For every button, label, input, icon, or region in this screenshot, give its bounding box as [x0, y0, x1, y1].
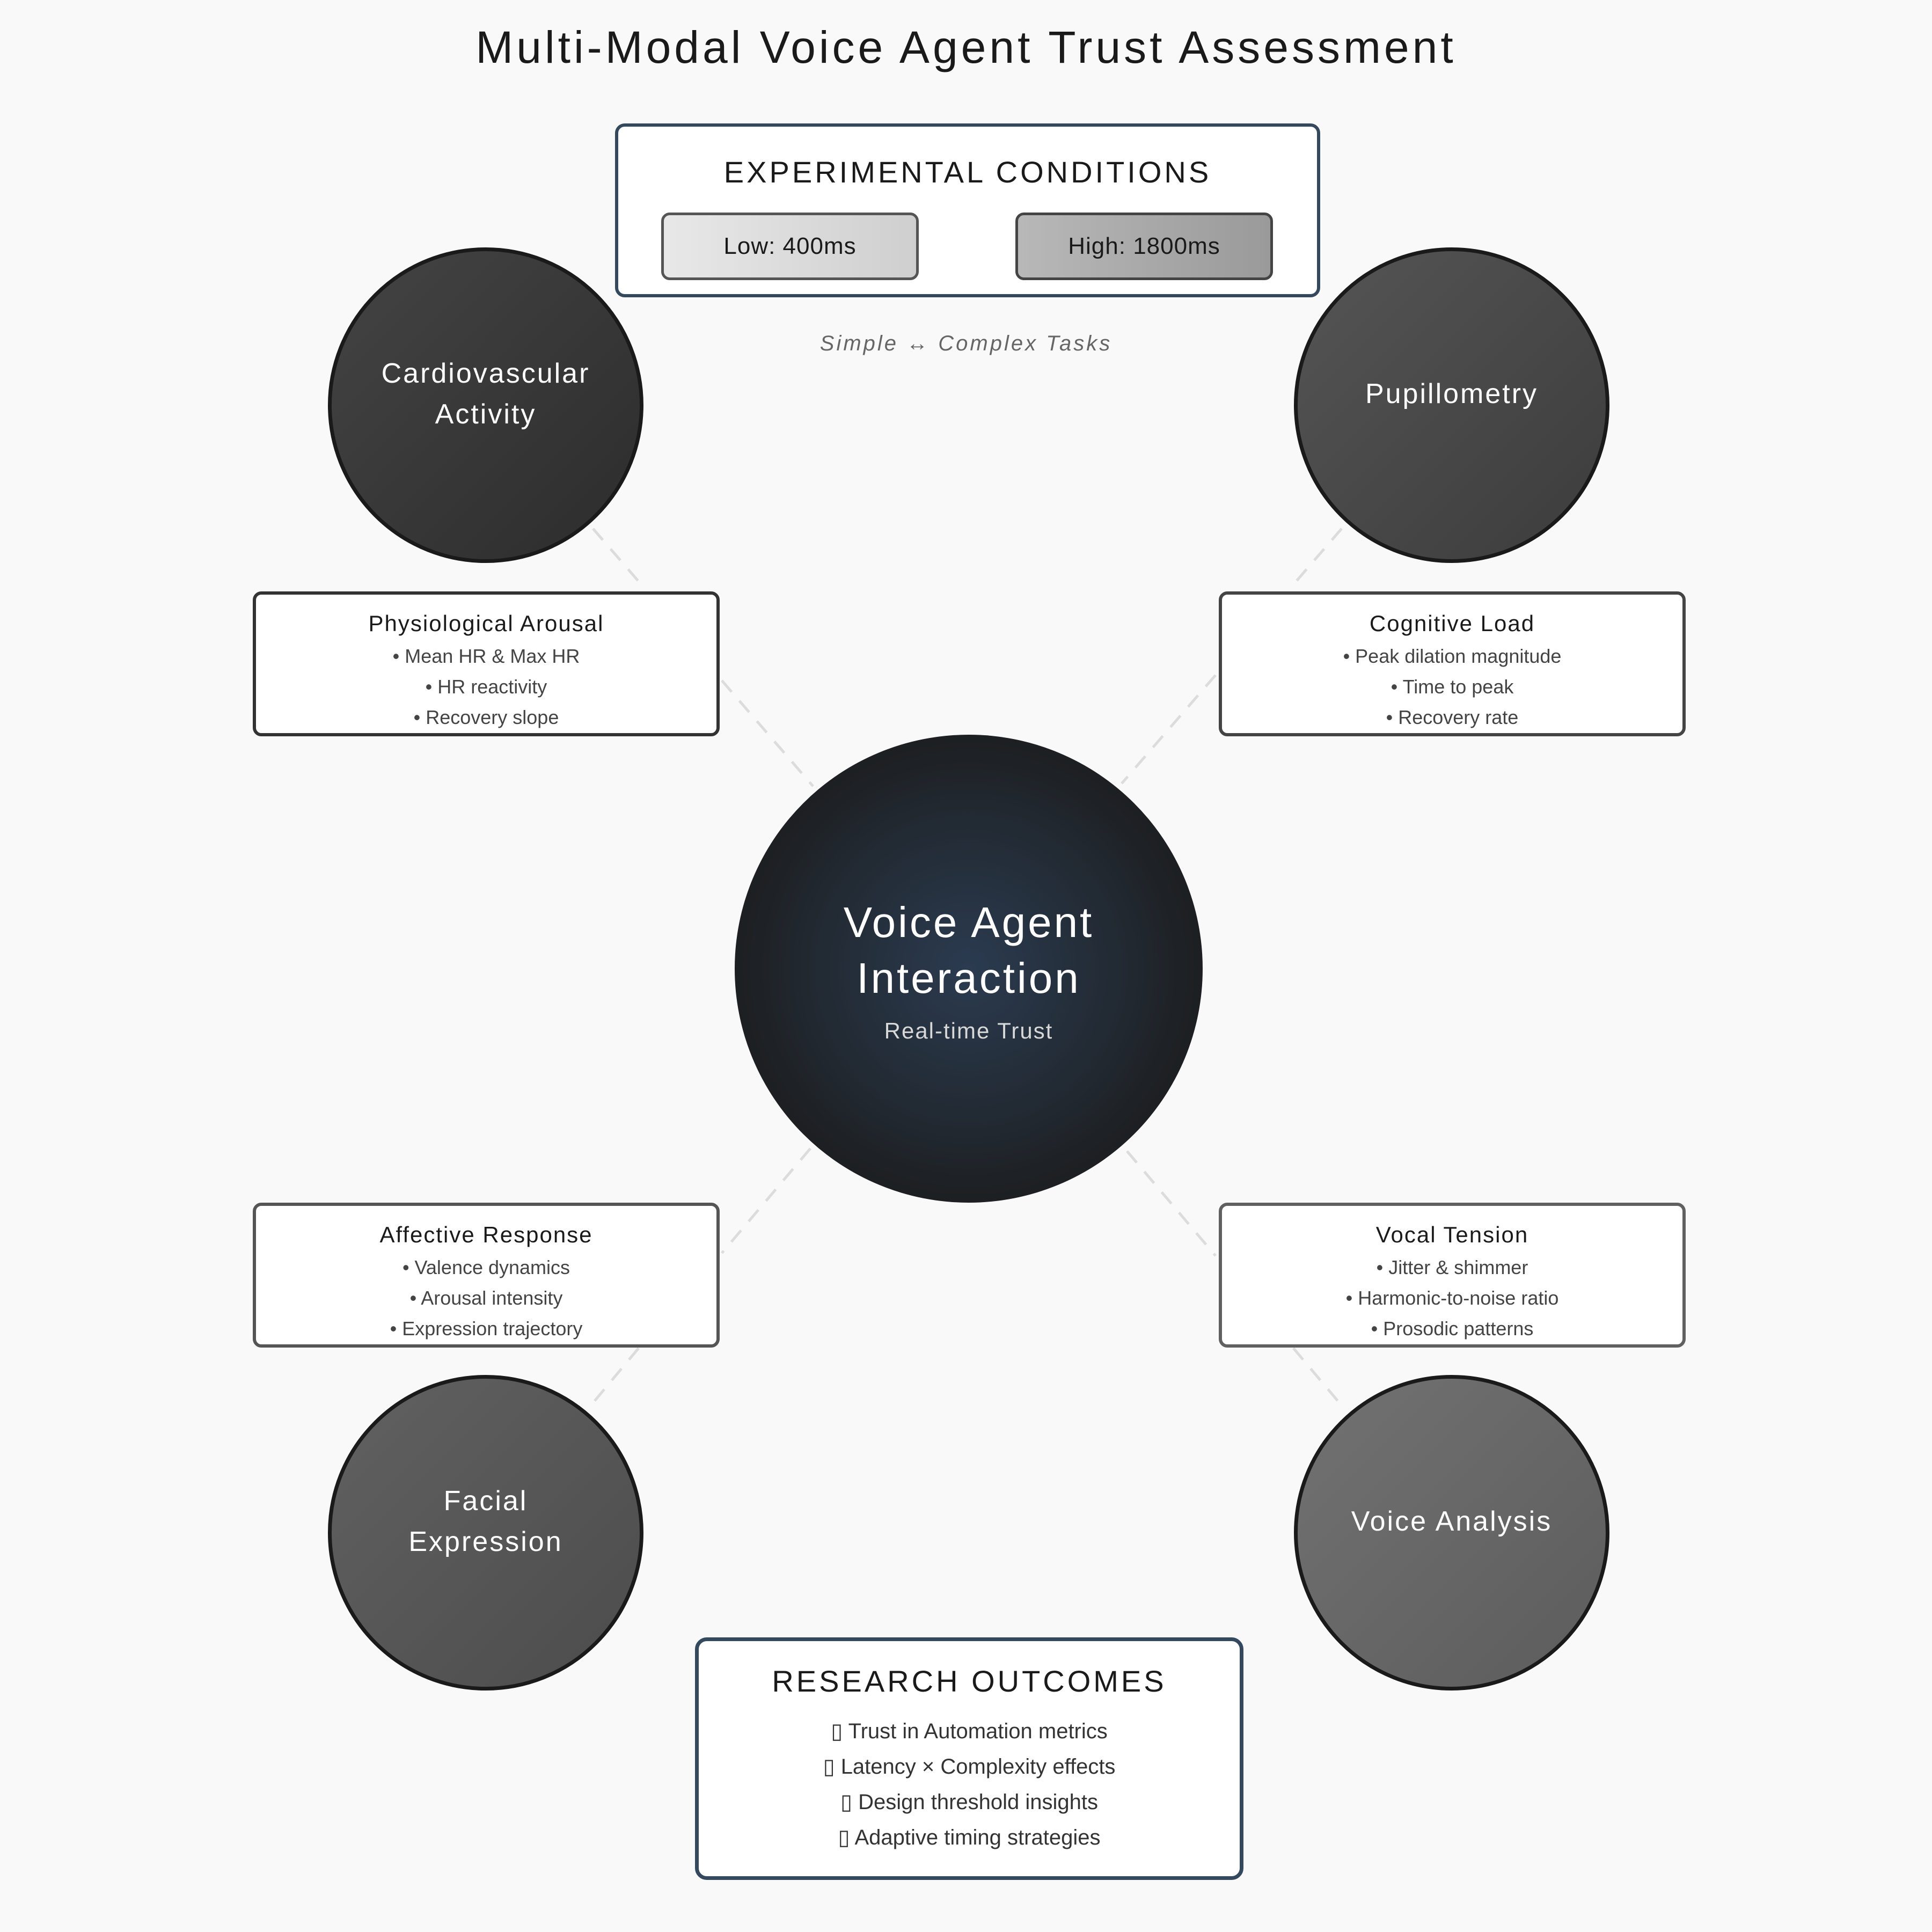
outcome-item: ▯ Trust in Automation metrics	[831, 1719, 1108, 1743]
metric-item: • Jitter & shimmer	[1376, 1256, 1528, 1278]
sensor-voice-label: Voice Analysis	[1351, 1506, 1553, 1537]
metric-cognitive-load: Cognitive Load • Peak dilation magnitude…	[1219, 591, 1686, 736]
experimental-conditions-panel: EXPERIMENTAL CONDITIONS Low: 400ms High:…	[615, 123, 1320, 297]
metric-item: • Mean HR & Max HR	[392, 645, 580, 667]
high-latency-condition[interactable]: High: 1800ms	[1015, 213, 1273, 280]
connector-affective-facial	[589, 1347, 640, 1407]
center-title-line1: Voice Agent	[843, 898, 1094, 946]
sensor-cardiovascular[interactable]: Cardiovascular Activity	[328, 247, 643, 563]
connector-pupil-cognitive	[1290, 528, 1343, 589]
outcome-item: ▯ Adaptive timing strategies	[838, 1826, 1101, 1849]
metric-item: • Harmonic-to-noise ratio	[1345, 1287, 1559, 1309]
connector-cardio-physio	[592, 528, 645, 589]
metric-affective-response: Affective Response • Valence dynamics • …	[253, 1203, 720, 1348]
sensor-facial-line1: Facial	[443, 1485, 528, 1517]
metric-item: • Expression trajectory	[390, 1318, 583, 1340]
sensor-cardio-line2: Activity	[435, 399, 537, 430]
research-outcomes-panel: RESEARCH OUTCOMES ▯ Trust in Automation …	[695, 1637, 1243, 1880]
outcomes-title: RESEARCH OUTCOMES	[772, 1664, 1167, 1698]
metric-title: Vocal Tension	[1375, 1222, 1529, 1247]
metric-title: Physiological Arousal	[368, 611, 604, 636]
connector-physio-center	[721, 679, 814, 787]
sensor-facial-line2: Expression	[408, 1526, 563, 1557]
conditions-title: EXPERIMENTAL CONDITIONS	[723, 155, 1212, 189]
metric-title: Affective Response	[379, 1222, 593, 1247]
sensor-pupil-label: Pupillometry	[1365, 378, 1539, 409]
metric-item: • HR reactivity	[425, 676, 547, 698]
page-title: Multi-Modal Voice Agent Trust Assessment	[475, 22, 1457, 72]
connector-vocal-voice	[1292, 1347, 1345, 1410]
connector-center-affective	[721, 1147, 811, 1254]
sensor-facial-expression[interactable]: Facial Expression	[328, 1375, 643, 1690]
connector-cognitive-center	[1121, 674, 1217, 785]
metric-physiological-arousal: Physiological Arousal • Mean HR & Max HR…	[253, 591, 720, 736]
metric-item: • Valence dynamics	[402, 1256, 570, 1278]
outcome-item: ▯ Latency × Complexity effects	[823, 1755, 1116, 1779]
metric-item: • Time to peak	[1391, 676, 1514, 698]
sensor-cardio-line1: Cardiovascular	[381, 358, 590, 389]
metric-vocal-tension: Vocal Tension • Jitter & shimmer • Harmo…	[1219, 1203, 1686, 1348]
connector-center-vocal	[1126, 1150, 1217, 1257]
sensor-voice-analysis[interactable]: Voice Analysis	[1294, 1375, 1609, 1690]
metric-title: Cognitive Load	[1369, 611, 1535, 636]
metric-item: • Recovery slope	[413, 706, 559, 728]
outcome-item: ▯ Design threshold insights	[840, 1790, 1099, 1814]
metric-item: • Peak dilation magnitude	[1343, 645, 1562, 667]
low-latency-condition[interactable]: Low: 400ms	[661, 213, 919, 280]
metric-item: • Recovery rate	[1386, 706, 1519, 728]
central-hub-voice-agent-interaction[interactable]: Voice Agent Interaction Real-time Trust	[735, 735, 1203, 1203]
sensor-pupillometry[interactable]: Pupillometry	[1294, 247, 1609, 563]
metric-item: • Prosodic patterns	[1371, 1318, 1534, 1340]
metric-item: • Arousal intensity	[409, 1287, 563, 1309]
center-title-line2: Interaction	[857, 954, 1081, 1002]
center-subtitle: Real-time Trust	[884, 1018, 1053, 1043]
task-complexity-label: Simple ↔ Complex Tasks	[819, 332, 1113, 355]
